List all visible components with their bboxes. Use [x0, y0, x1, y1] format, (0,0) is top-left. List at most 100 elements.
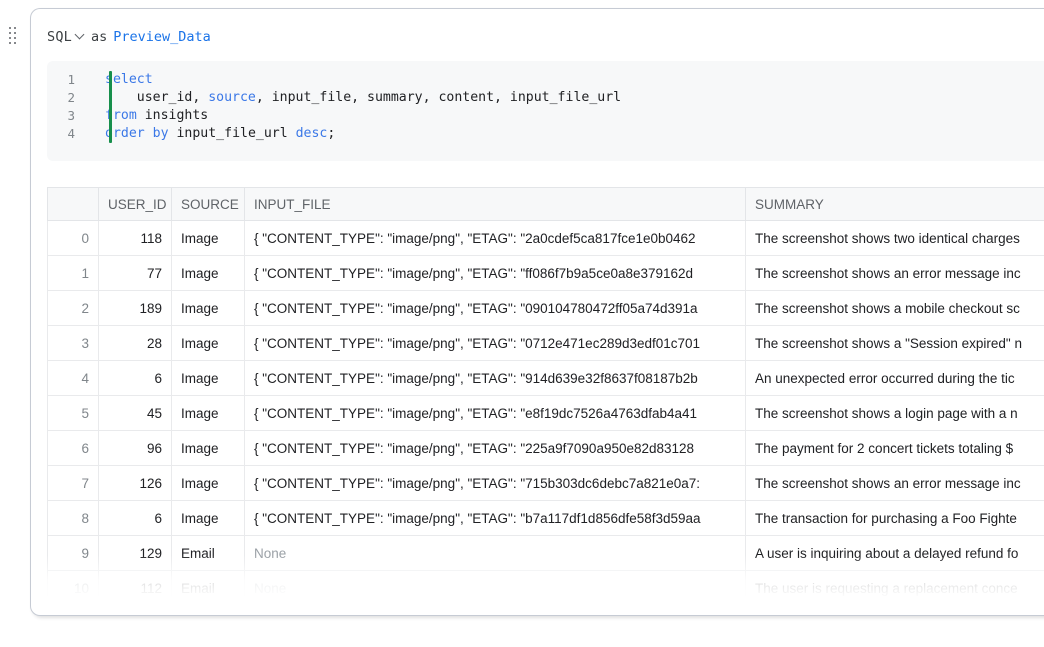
- cell-input-file[interactable]: { "CONTENT_TYPE": "image/png", "ETAG": "…: [244, 395, 746, 431]
- sql-code-block[interactable]: 1 select 2 user_id, source, input_file, su…: [47, 61, 1044, 161]
- cell-as-keyword: as: [90, 29, 108, 45]
- cell-source[interactable]: Image: [171, 430, 245, 466]
- cell-summary[interactable]: The user is requesting a replacement con…: [745, 570, 1044, 606]
- cell-source[interactable]: Image: [171, 290, 245, 326]
- cell-summary[interactable]: The screenshot shows two identical charg…: [745, 220, 1044, 256]
- cell-user-id[interactable]: 129: [98, 535, 172, 571]
- column-header-index[interactable]: [47, 187, 99, 221]
- column-header-user-id[interactable]: USER_ID: [98, 187, 172, 221]
- code-token: select: [105, 72, 153, 87]
- code-accent-bar: [109, 71, 112, 143]
- cell-summary[interactable]: The screenshot shows a login page with a…: [745, 395, 1044, 431]
- cell-summary[interactable]: The transaction for purchasing a Foo Fig…: [745, 500, 1044, 536]
- cell-source[interactable]: Image: [171, 395, 245, 431]
- code-line-number: 1: [67, 72, 75, 87]
- code-line: 2 user_id, source, input_file, summary, …: [47, 89, 1044, 107]
- cell-user-id[interactable]: 189: [98, 290, 172, 326]
- cell-input-file[interactable]: { "CONTENT_TYPE": "image/png", "ETAG": "…: [244, 360, 746, 396]
- cell-row-index: 10: [47, 570, 99, 606]
- cell-summary[interactable]: The payment for 2 concert tickets totali…: [745, 430, 1044, 466]
- code-line-number: 4: [67, 126, 75, 141]
- cell-source[interactable]: Image: [171, 220, 245, 256]
- column-header-summary[interactable]: SUMMARY: [745, 187, 1044, 221]
- cell-input-file[interactable]: { "CONTENT_TYPE": "image/png", "ETAG": "…: [244, 465, 746, 501]
- cell-summary[interactable]: The screenshot shows an error message in…: [745, 255, 1044, 291]
- cell-source[interactable]: Image: [171, 255, 245, 291]
- cell-source[interactable]: Email: [171, 535, 245, 571]
- cell-summary[interactable]: The screenshot shows an error message in…: [745, 465, 1044, 501]
- code-token: source: [208, 90, 256, 105]
- code-line-number: 2: [67, 90, 75, 105]
- code-line-text: user_id, source, input_file, summary, co…: [93, 89, 621, 107]
- cell-input-file[interactable]: None: [244, 570, 746, 606]
- cell-summary[interactable]: The screenshot shows a mobile checkout s…: [745, 290, 1044, 326]
- cell-user-id[interactable]: 45: [98, 395, 172, 431]
- chevron-down-icon[interactable]: [76, 31, 85, 40]
- cell-row-index: 9: [47, 535, 99, 571]
- column-header-input-file[interactable]: INPUT_FILE: [244, 187, 746, 221]
- cell-user-id[interactable]: 118: [98, 220, 172, 256]
- cell-input-file[interactable]: { "CONTENT_TYPE": "image/png", "ETAG": "…: [244, 255, 746, 291]
- cell-input-file[interactable]: None: [244, 535, 746, 571]
- cell-input-file[interactable]: { "CONTENT_TYPE": "image/png", "ETAG": "…: [244, 430, 746, 466]
- sql-cell-card: SQL as Preview_Data 1 select 2 user_id, so…: [30, 8, 1044, 616]
- cell-row-index: 8: [47, 500, 99, 536]
- cell-row-index: 5: [47, 395, 99, 431]
- code-token: from: [105, 108, 137, 123]
- cell-input-file[interactable]: { "CONTENT_TYPE": "image/png", "ETAG": "…: [244, 325, 746, 361]
- cell-source[interactable]: Image: [171, 325, 245, 361]
- cell-row-index: 7: [47, 465, 99, 501]
- code-token: input_file_url: [168, 126, 296, 141]
- table-header-row: USER_ID SOURCE INPUT_FILE SUMMARY: [47, 187, 1044, 221]
- code-token: user_id,: [105, 90, 209, 105]
- cell-summary[interactable]: The screenshot shows a "Session expired"…: [745, 325, 1044, 361]
- cell-row-index: 6: [47, 430, 99, 466]
- cell-header: SQL as Preview_Data: [47, 27, 211, 47]
- cell-user-id[interactable]: 77: [98, 255, 172, 291]
- cell-input-file[interactable]: { "CONTENT_TYPE": "image/png", "ETAG": "…: [244, 220, 746, 256]
- code-token: desc: [295, 126, 328, 141]
- cell-input-file[interactable]: { "CONTENT_TYPE": "image/png", "ETAG": "…: [244, 290, 746, 326]
- drag-handle-icon[interactable]: [6, 26, 20, 46]
- code-line-number: 3: [67, 108, 75, 123]
- cell-summary[interactable]: An unexpected error occurred during the …: [745, 360, 1044, 396]
- cell-source[interactable]: Image: [171, 360, 245, 396]
- cell-source[interactable]: Image: [171, 500, 245, 536]
- code-line-text: select: [93, 71, 153, 89]
- cell-row-index: 2: [47, 290, 99, 326]
- cell-user-id[interactable]: 96: [98, 430, 172, 466]
- cell-source[interactable]: Email: [171, 570, 245, 606]
- cell-user-id[interactable]: 6: [98, 500, 172, 536]
- code-line-text: from insights: [93, 107, 208, 125]
- code-token: by: [152, 126, 169, 141]
- cell-row-index: 3: [47, 325, 99, 361]
- column-header-source[interactable]: SOURCE: [171, 187, 245, 221]
- code-line-text: order by input_file_url desc;: [93, 125, 335, 143]
- cell-user-id[interactable]: 28: [98, 325, 172, 361]
- code-token: [145, 126, 153, 141]
- code-token: , input_file, summary, content, input_fi…: [255, 90, 622, 105]
- cell-user-id[interactable]: 112: [98, 570, 172, 606]
- code-line: 4 order by input_file_url desc;: [47, 125, 1044, 143]
- cell-user-id[interactable]: 126: [98, 465, 172, 501]
- cell-alias[interactable]: Preview_Data: [113, 29, 211, 45]
- code-line: 3 from insights: [47, 107, 1044, 125]
- cell-source[interactable]: Image: [171, 465, 245, 501]
- cell-user-id[interactable]: 6: [98, 360, 172, 396]
- cell-input-file[interactable]: { "CONTENT_TYPE": "image/png", "ETAG": "…: [244, 500, 746, 536]
- cell-language-label[interactable]: SQL: [47, 29, 72, 45]
- cell-summary[interactable]: A user is inquiring about a delayed refu…: [745, 535, 1044, 571]
